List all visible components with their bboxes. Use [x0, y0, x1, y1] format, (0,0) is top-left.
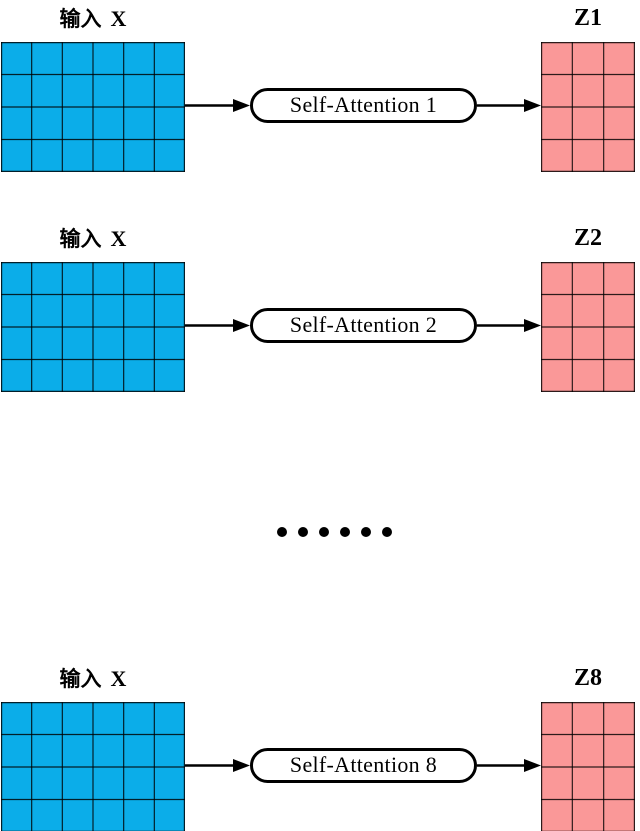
attention-head-row-1: 输入 X Self-Attention 1 Z1 [0, 0, 640, 175]
input-matrix-grid [1, 702, 185, 831]
input-matrix-grid [1, 262, 185, 392]
input-matrix-grid [1, 42, 185, 172]
ellipsis-dots [277, 527, 392, 537]
input-label-variable: X [110, 666, 127, 691]
attention-head-row-2: 输入 X Self-Attention 2 Z2 [0, 220, 640, 395]
self-attention-node: Self-Attention 1 [250, 88, 477, 123]
input-matrix-label: 输入 X [0, 226, 186, 252]
ellipsis-dot [277, 527, 287, 537]
arrow-attention-to-output-icon [477, 99, 541, 112]
output-matrix-label: Z2 [573, 225, 602, 251]
output-matrix-grid [541, 262, 635, 392]
input-label-cjk: 输入 [59, 227, 102, 251]
ellipsis-dot [319, 527, 329, 537]
ellipsis-dot [340, 527, 350, 537]
self-attention-node: Self-Attention 8 [250, 748, 477, 783]
input-matrix-label: 输入 X [0, 6, 186, 32]
arrow-attention-to-output-icon [477, 319, 541, 332]
input-label-variable: X [110, 226, 127, 251]
output-matrix-label: Z8 [573, 665, 602, 691]
input-label-cjk: 输入 [59, 7, 102, 31]
ellipsis-dot [298, 527, 308, 537]
input-label-variable: X [110, 6, 127, 31]
input-matrix-label: 输入 X [0, 666, 186, 692]
attention-head-row-8: 输入 X Self-Attention 8 Z8 [0, 660, 640, 831]
self-attention-node: Self-Attention 2 [250, 308, 477, 343]
output-matrix-grid [541, 42, 635, 172]
ellipsis-dot [382, 527, 392, 537]
ellipsis-dot [361, 527, 371, 537]
arrow-input-to-attention-icon [185, 99, 250, 112]
arrow-attention-to-output-icon [477, 759, 541, 772]
output-matrix-grid [541, 702, 635, 831]
input-label-cjk: 输入 [59, 667, 102, 691]
arrow-input-to-attention-icon [185, 759, 250, 772]
output-matrix-label: Z1 [573, 5, 602, 31]
arrow-input-to-attention-icon [185, 319, 250, 332]
